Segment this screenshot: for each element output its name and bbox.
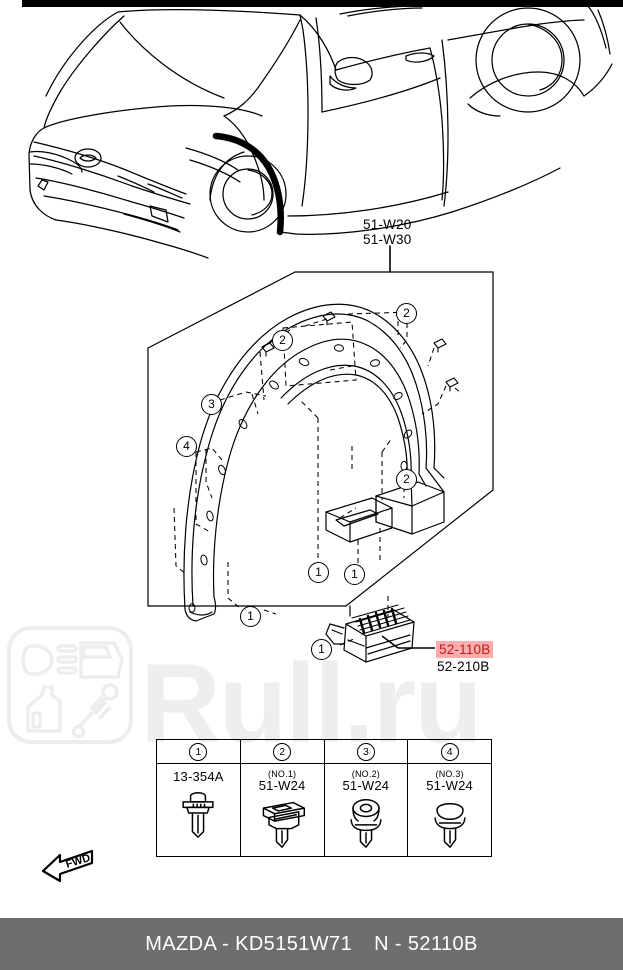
legend-index-2: 2 (273, 743, 292, 761)
screw-clip-icon (157, 787, 240, 839)
headlight-icon (21, 644, 78, 676)
callout-marker-3[interactable]: 3 (201, 394, 222, 415)
legend-code-4: 51-W24 (426, 778, 473, 794)
legend-cell-4[interactable]: (NO.3) 51-W24 (407, 763, 492, 857)
legend-header-cell-1[interactable]: 1 (156, 739, 241, 764)
footer-brand-code: MAZDA - KD5151W71 (145, 932, 353, 955)
assembly-code-label-2: 51-W30 (363, 232, 412, 247)
footer-text-group: MAZDA - KD5151W71 N - 52110B (145, 933, 478, 956)
fwd-direction-icon: FWD (40, 845, 98, 885)
top-black-bar (22, 0, 623, 7)
square-clip-icon (241, 797, 324, 849)
legend-header-cell-2[interactable]: 2 (239, 739, 325, 764)
legend-cell-3[interactable]: (NO.2) 51-W24 (323, 763, 409, 857)
part-number-highlighted[interactable]: 52-110B (436, 641, 494, 658)
legend-cell-2[interactable]: (NO.1) 51-W24 (239, 763, 325, 857)
legend-code-2: 51-W24 (258, 778, 306, 794)
callout-marker-1b[interactable]: 1 (344, 564, 365, 585)
legend-header-row: 1 2 3 4 (156, 739, 492, 764)
legend-code-1: 13-354A (173, 769, 224, 784)
legend-sub-4: (NO.3) (435, 769, 464, 779)
footer-bar: MAZDA - KD5151W71 N - 52110B (0, 918, 623, 970)
legend-body-row: 13-354A (NO.1) (156, 763, 492, 857)
callout-marker-1a[interactable]: 1 (308, 562, 329, 583)
legend-index-4: 4 (440, 743, 459, 761)
part-number-secondary: 52-210B (437, 659, 490, 674)
legend-index-3: 3 (356, 743, 375, 761)
round-clip-icon (325, 797, 408, 849)
shock-absorber-icon (71, 683, 119, 739)
legend-cell-1[interactable]: 13-354A (156, 763, 241, 857)
dome-clip-icon (408, 797, 491, 849)
legend-sub-3: (NO.2) (351, 769, 380, 779)
legend-code-3: 51-W24 (342, 778, 390, 794)
callout-marker-1c[interactable]: 1 (240, 606, 261, 627)
watermark-icon-box (6, 625, 134, 745)
callout-marker-2a[interactable]: 2 (272, 330, 293, 351)
parts-legend-table: 1 2 3 4 13-354A (156, 739, 492, 857)
callout-marker-1d[interactable]: 1 (311, 639, 332, 660)
assembly-code-label-1: 51-W20 (363, 217, 412, 232)
callout-marker-4[interactable]: 4 (176, 436, 197, 457)
legend-index-1: 1 (189, 743, 208, 761)
legend-sub-2: (NO.1) (268, 769, 297, 779)
car-door-icon (79, 641, 124, 679)
legend-header-cell-3[interactable]: 3 (323, 739, 409, 764)
oil-bottle-icon (26, 685, 62, 733)
footer-reference-code: N - 52110B (374, 932, 478, 955)
callout-marker-2b[interactable]: 2 (396, 303, 417, 324)
legend-header-cell-4[interactable]: 4 (407, 739, 492, 764)
callout-marker-2c[interactable]: 2 (396, 469, 417, 490)
